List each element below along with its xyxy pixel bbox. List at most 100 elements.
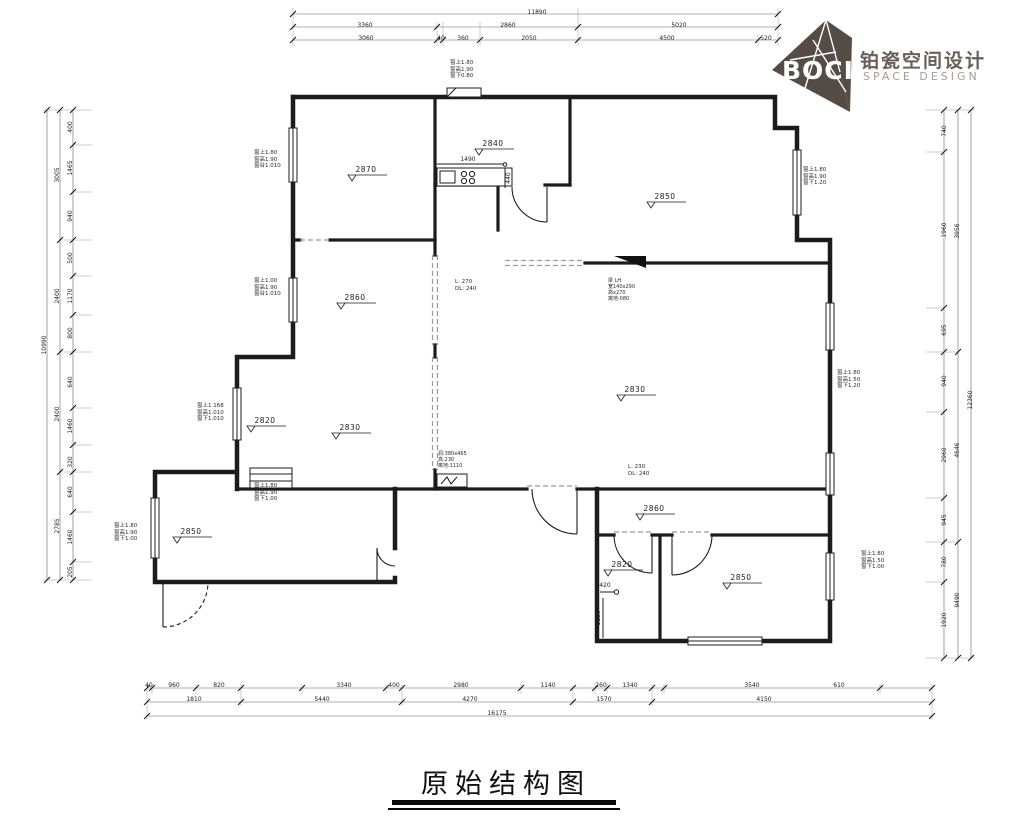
dim: 3956 bbox=[954, 223, 961, 239]
dim: 40 bbox=[145, 682, 153, 689]
level-room-sl: 2820 bbox=[254, 416, 276, 425]
doors bbox=[162, 186, 713, 628]
dim: 3005 bbox=[54, 167, 61, 183]
dim: 4150 bbox=[756, 696, 772, 703]
hole-zigzag-icon bbox=[440, 476, 458, 485]
level-bedroom-tl: 2870 bbox=[355, 165, 377, 174]
dim: 400 bbox=[67, 121, 74, 133]
dim: 1465 bbox=[67, 160, 74, 176]
dim: 945 bbox=[941, 514, 948, 526]
dim: 5020 bbox=[671, 22, 687, 29]
dim-counter-width: 1490 bbox=[460, 156, 476, 163]
dim: 520 bbox=[760, 35, 772, 42]
dim-right-total: 12360 bbox=[967, 390, 974, 410]
title-underline-thick bbox=[392, 800, 616, 805]
level-markers bbox=[172, 148, 762, 590]
dim: 400 bbox=[388, 682, 400, 689]
level-living-c: 2830 bbox=[624, 385, 646, 394]
dim: 500 bbox=[67, 252, 74, 264]
dim: 1460 bbox=[67, 418, 74, 434]
logo-triangle bbox=[772, 19, 852, 112]
dim: 260 bbox=[595, 682, 607, 689]
dim: 2400 bbox=[54, 288, 61, 304]
hall-door bbox=[531, 488, 578, 535]
dim: 740 bbox=[941, 125, 948, 137]
logo-name-en: SPACE DESIGN bbox=[863, 70, 980, 83]
dim-counter-depth: 440 bbox=[505, 172, 512, 184]
level-bedroom-br: 2850 bbox=[730, 573, 752, 582]
level-room-ml: 2860 bbox=[344, 293, 366, 302]
wall-hole bbox=[436, 473, 468, 488]
dim-bottom-total: 16175 bbox=[487, 710, 507, 717]
dim: 2785 bbox=[54, 518, 61, 534]
dim: 4646 bbox=[954, 442, 961, 458]
dim: 640 bbox=[67, 486, 74, 498]
bath-door bbox=[613, 534, 653, 574]
dim: 1810 bbox=[186, 696, 202, 703]
level-living-tr: 2850 bbox=[654, 192, 676, 201]
bedroom-br-door bbox=[671, 534, 713, 576]
dim: 1340 bbox=[622, 682, 638, 689]
dim: 40 bbox=[437, 35, 445, 42]
dim: 2980 bbox=[453, 682, 469, 689]
drawing-title-block: 原始结构图 bbox=[388, 762, 624, 810]
dim: 3360 bbox=[357, 22, 373, 29]
level-bedroom-bl: 2850 bbox=[180, 527, 202, 536]
dim: 2050 bbox=[521, 35, 537, 42]
dimension-ticks bbox=[43, 10, 975, 720]
sink-icon bbox=[439, 170, 456, 184]
dim: 1170 bbox=[67, 288, 74, 304]
dim: 1920 bbox=[941, 612, 948, 628]
dashed-openings bbox=[300, 239, 712, 533]
logo-name-cn: 铂瓷空间设计 bbox=[860, 50, 987, 72]
windows bbox=[150, 87, 835, 646]
dim: 3540 bbox=[744, 682, 760, 689]
dim-bath-width: 420 bbox=[599, 582, 611, 589]
level-room-center-l: 2830 bbox=[339, 423, 361, 432]
dim: 9490 bbox=[954, 592, 961, 608]
kitchen-door bbox=[511, 186, 548, 223]
dim-bath-height: 1130 bbox=[595, 610, 602, 626]
drawing-title: 原始结构图 bbox=[421, 769, 591, 800]
dim: 1960 bbox=[941, 222, 948, 238]
kitchen-counter bbox=[436, 167, 513, 187]
dim: 5440 bbox=[314, 696, 330, 703]
dim: 1140 bbox=[540, 682, 556, 689]
entry-door-swing bbox=[162, 581, 209, 628]
dim: 780 bbox=[941, 556, 948, 568]
fixtures bbox=[249, 162, 620, 638]
dim: 640 bbox=[67, 376, 74, 388]
title-underline-thin bbox=[388, 808, 620, 810]
dim: 940 bbox=[67, 210, 74, 222]
dim: 4270 bbox=[462, 696, 478, 703]
dim-left-total: 10990 bbox=[41, 335, 48, 355]
dim-top-total: 11890 bbox=[527, 9, 547, 16]
dimension-lines bbox=[46, 13, 972, 717]
dim: 3340 bbox=[336, 682, 352, 689]
dim: 820 bbox=[213, 682, 225, 689]
bedroom-bl-door bbox=[376, 547, 396, 580]
level-bath: 2820 bbox=[611, 560, 633, 569]
dim: 360 bbox=[457, 35, 469, 42]
dim: 1570 bbox=[596, 696, 612, 703]
dim: 610 bbox=[833, 682, 845, 689]
dim: 800 bbox=[67, 327, 74, 339]
dim: 3060 bbox=[358, 35, 374, 42]
dim: 2960 bbox=[941, 447, 948, 463]
interior-walls bbox=[235, 95, 832, 643]
dim: 320 bbox=[67, 456, 74, 468]
stove-burner-icon bbox=[460, 170, 468, 178]
